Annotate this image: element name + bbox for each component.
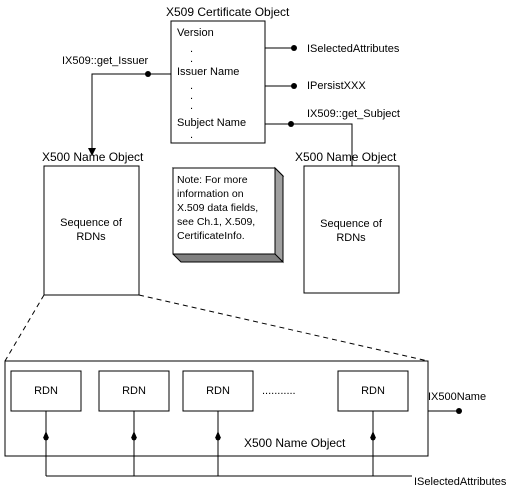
cert-vdots: .	[190, 80, 193, 92]
get-subject-label: IX509::get_Subject	[307, 108, 400, 120]
get-issuer-label: IX509::get_Issuer	[62, 55, 149, 67]
note-line1: Note: For more	[177, 174, 248, 186]
x500name-label: IX500Name	[428, 391, 486, 403]
get-subject-arrow-line	[291, 123, 353, 176]
left-name-body-line1: Sequence of	[60, 217, 123, 229]
rdn-bus-arrowhead-3	[215, 431, 221, 438]
persist-dot	[291, 83, 297, 89]
cert-vdots: .	[190, 43, 193, 55]
cert-vdots: .	[190, 100, 193, 112]
expanded-name-title: X500 Name Object	[244, 436, 346, 450]
rdn-ellipsis: ...........	[262, 385, 296, 397]
left-name-title: X500 Name Object	[42, 150, 144, 164]
cert-title: X509 Certificate Object	[166, 5, 290, 19]
expand-line-right	[138, 294, 429, 362]
right-name-body-line1: Sequence of	[320, 218, 383, 230]
right-name-title: X500 Name Object	[295, 150, 397, 164]
rdn-box-3	[182, 370, 254, 412]
selected-attributes-dot	[291, 45, 297, 51]
rdn-bus-arrowhead-1	[43, 431, 49, 438]
note-box	[171, 166, 285, 264]
expand-line-left	[4, 294, 45, 362]
rdn-bus-arrowhead-4	[370, 431, 376, 438]
cert-vdots: .	[190, 90, 193, 102]
note-line3: X.509 data fields,	[177, 202, 258, 214]
x500name-dot	[456, 408, 462, 414]
rdn-bus-arrowhead-2	[131, 431, 137, 438]
selected-attributes-label: ISelectedAttributes	[307, 43, 400, 55]
left-name-body-line2: RDNs	[76, 231, 106, 243]
left-name-box	[43, 165, 140, 296]
note-front-face	[172, 167, 276, 255]
note-side-face	[274, 166, 284, 264]
rdn-box-2	[98, 370, 170, 412]
selected-attributes-bus	[43, 411, 412, 477]
get-issuer-arrow-line	[91, 73, 148, 155]
rdn-box-4	[337, 370, 409, 412]
cert-subject-name: Subject Name	[177, 117, 246, 129]
get-issuer-arrowhead	[88, 148, 96, 156]
persist-label: IPersistXXX	[307, 80, 366, 92]
cert-vdots: .	[190, 53, 193, 65]
rdn-label-2: RDN	[122, 385, 146, 397]
selected-attributes-bottom-label: ISelectedAttributes	[414, 476, 507, 488]
right-name-body-line2: RDNs	[336, 232, 366, 244]
cert-version: Version	[177, 27, 214, 39]
cert-vdots: .	[190, 129, 193, 141]
cert-issuer-name: Issuer Name	[177, 66, 239, 78]
rdn-label-4: RDN	[361, 385, 385, 397]
note-line4: see Ch.1, X.509,	[177, 216, 255, 228]
rdn-label-1: RDN	[34, 385, 58, 397]
right-name-box	[303, 165, 400, 294]
note-line5: CertificateInfo.	[177, 230, 245, 242]
note-line2: information on	[177, 188, 244, 200]
cert-box	[170, 20, 266, 144]
rdn-label-3: RDN	[206, 385, 230, 397]
